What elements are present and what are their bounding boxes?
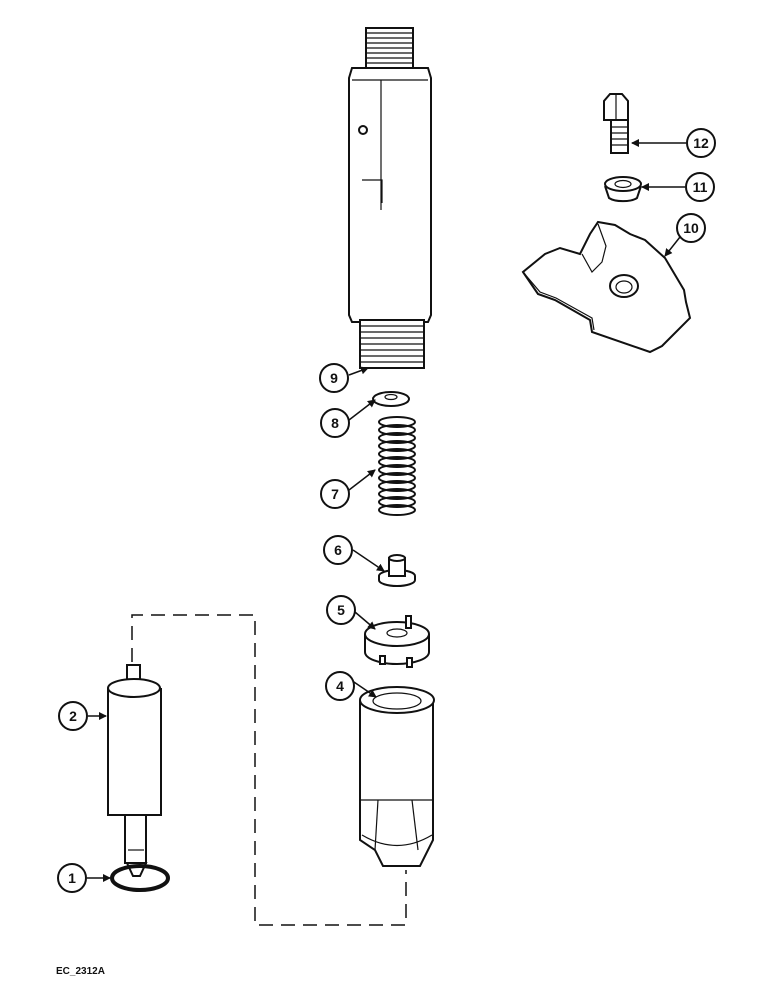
callout-label: 10 [683,220,699,236]
leader-arrows [87,139,686,882]
o-ring-seal-part [110,864,170,892]
callout-1: 1 [57,863,87,893]
callout-label: 12 [693,135,709,151]
callout-label: 2 [69,708,77,724]
callout-9: 9 [319,363,349,393]
callout-8: 8 [320,408,350,438]
bolt-part [603,93,629,154]
nozzle-part [107,664,162,877]
callout-label: 1 [68,870,76,886]
callout-4: 4 [325,671,355,701]
figure-reference: EC_2312A [56,966,105,977]
callout-label: 9 [330,370,338,386]
clamp-part [521,220,692,354]
nozzle-cap-nut-part [359,686,435,867]
callout-11: 11 [685,172,715,202]
callout-label: 4 [336,678,344,694]
callout-5: 5 [326,595,356,625]
callout-label: 11 [693,179,708,195]
callout-label: 7 [331,486,339,502]
callout-6: 6 [323,535,353,565]
injector-body-part [348,27,432,369]
callout-2: 2 [58,701,88,731]
spacer-part [364,615,430,668]
callout-12: 12 [686,128,716,158]
spherical-washer-part [604,176,642,203]
assembly-dashed-line [131,614,407,926]
callout-label: 8 [331,415,339,431]
shim-part [372,391,410,407]
spring-part [378,416,416,518]
callout-7: 7 [320,479,350,509]
callout-label: 5 [337,602,345,618]
callout-10: 10 [676,213,706,243]
spring-seat-part [378,554,416,587]
callout-label: 6 [334,542,342,558]
